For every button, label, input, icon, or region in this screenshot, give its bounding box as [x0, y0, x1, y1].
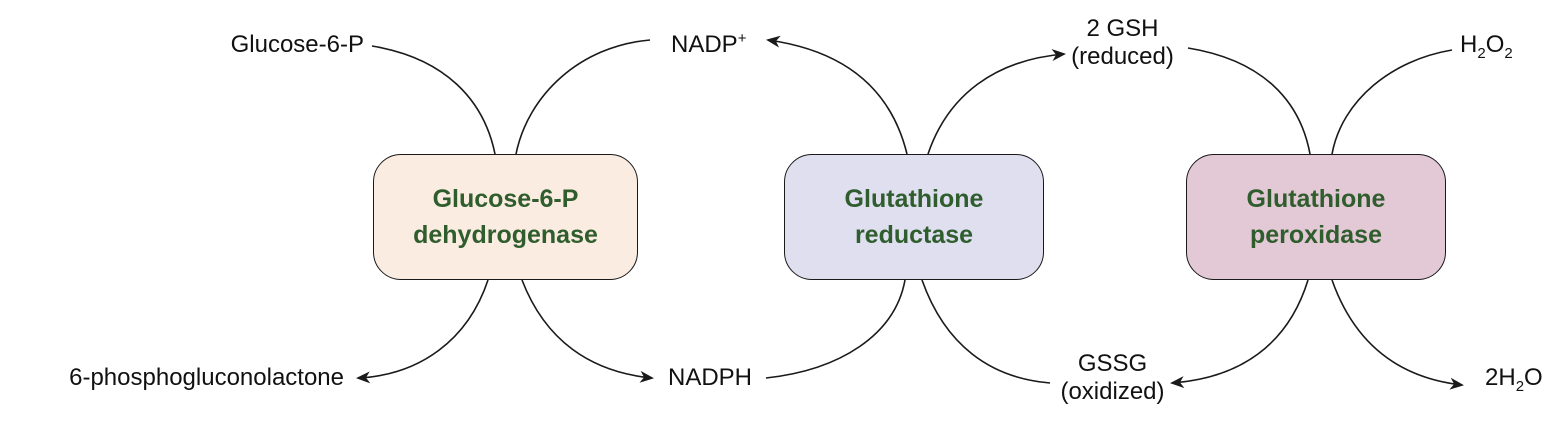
gsh-line1: 2 GSH: [1086, 15, 1159, 42]
g6pd-box: Glucose-6-P dehydrogenase: [373, 154, 638, 280]
h2o-label: 2H2O: [1485, 364, 1543, 395]
nadph-out-arrow: [521, 279, 654, 383]
nadph-in-arc: [765, 279, 906, 379]
nadp-charge: +: [737, 30, 747, 47]
lactone-out-arrow: [356, 279, 489, 384]
g6pd-label-line2: dehydrogenase: [413, 221, 598, 249]
h2o2-in-arc: [1331, 49, 1453, 155]
gssg-line1: GSSG: [1077, 350, 1148, 377]
gr-label-line1: Glutathione: [844, 184, 984, 213]
nadp-label: NADP+: [671, 31, 746, 59]
gpx-label-line1: Glutathione: [1246, 184, 1386, 213]
gpx-label-line2: peroxidase: [1249, 221, 1382, 249]
nadp-in-arc: [515, 39, 651, 155]
nadph-label: NADPH: [668, 364, 753, 391]
gssg-in-arc: [921, 279, 1051, 384]
gr-label-line2: reductase: [854, 221, 974, 249]
phosphogluconolactone-label: 6-phosphogluconolactone: [69, 364, 344, 391]
glucose6p-label: Glucose-6-P: [230, 31, 364, 58]
gsh-label: 2 GSH (reduced): [1045, 15, 1200, 70]
nadp-base: NADP: [671, 31, 738, 58]
glucose6p-in-arc: [371, 45, 496, 155]
g6pd-label-line1: Glucose-6-P: [432, 184, 579, 213]
glutathione-reductase-box: Glutathione reductase: [784, 154, 1044, 280]
gsh-in-arc: [1187, 47, 1311, 155]
gsh-line2: (reduced): [1071, 42, 1174, 70]
gssg-line2: (oxidized): [1060, 377, 1165, 405]
gssg-label: GSSG (oxidized): [1035, 350, 1190, 405]
gsh-out-arrow: [927, 49, 1066, 155]
gssg-out-arrow: [1170, 279, 1309, 389]
nadp-out-arrow: [766, 35, 908, 155]
h2o-out-arrow: [1331, 279, 1464, 390]
h2o2-label: H2O2: [1460, 31, 1513, 62]
glutathione-peroxidase-box: Glutathione peroxidase: [1186, 154, 1446, 280]
